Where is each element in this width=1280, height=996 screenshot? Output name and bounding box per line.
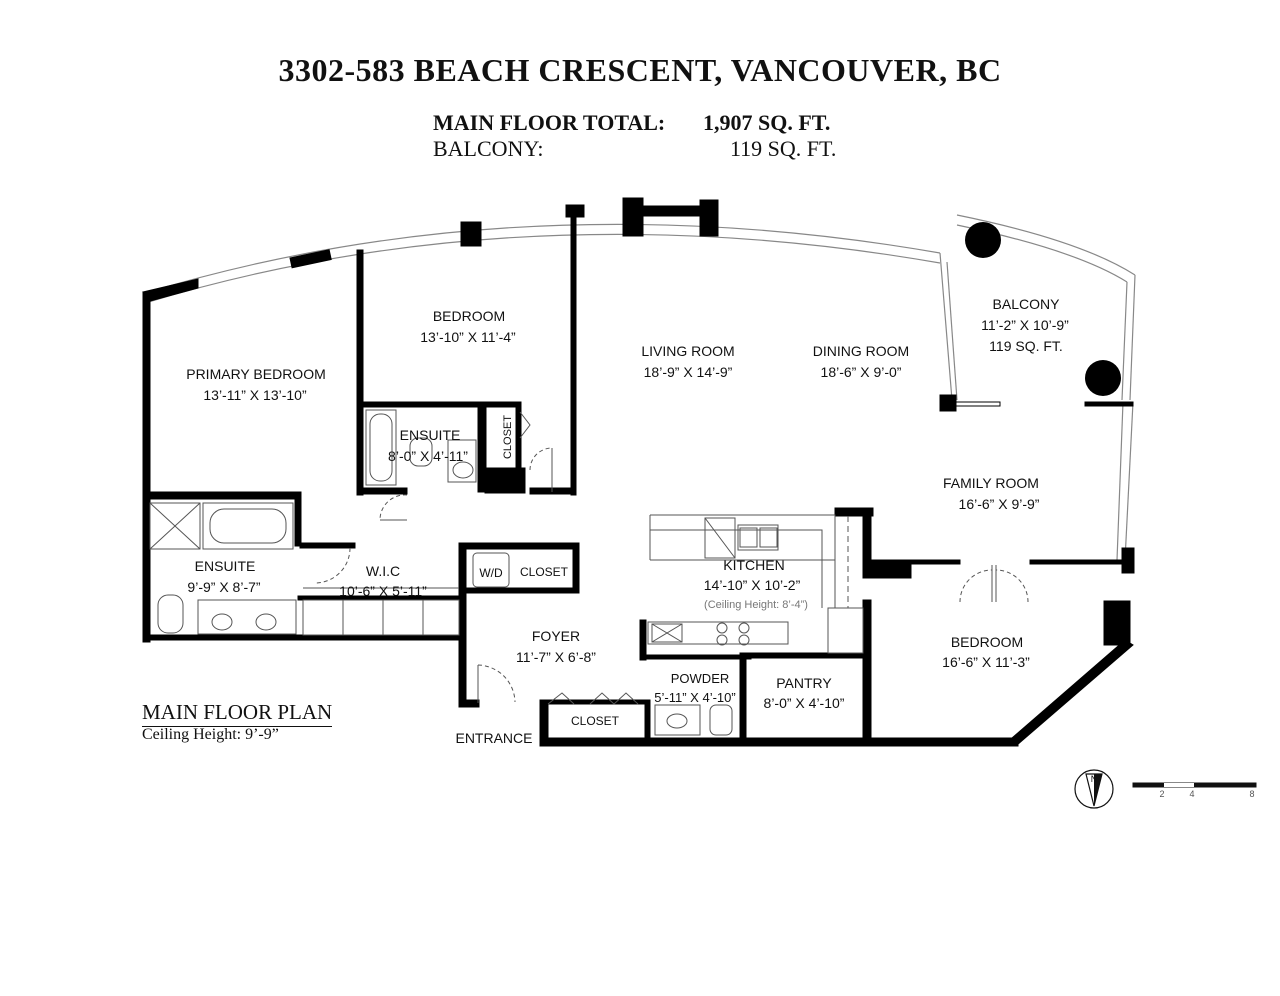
family-room-name: FAMILY ROOM [943,475,1039,491]
pantry-name: PANTRY [776,675,832,691]
family-room-dims: 16’-6” X 9’-9” [959,496,1040,512]
living-room-name: LIVING ROOM [641,343,734,359]
balcony-total-value: 119 SQ. FT. [730,136,837,161]
bedroom-1-name: BEDROOM [433,308,505,324]
balcony-dims: 11’-2” X 10’-9” [981,317,1069,333]
closet-1-label: CLOSET [502,415,514,459]
balcony-column [965,222,1001,258]
powder-dims: 5’-11” X 4’-10” [654,690,735,705]
living-room-dims: 18’-9” X 14’-9” [644,364,733,380]
north-arrow-icon: N [1074,769,1114,809]
fixtures [149,409,1029,736]
ensuite-1-dims: 8’-0” X 4’-11” [388,448,468,464]
closet-3-label: CLOSET [571,714,620,728]
balcony-area: 119 SQ. FT. [989,338,1063,354]
primary-bedroom-dims: 13’-11” X 13’-10” [203,387,307,403]
scale-label-2: 2 [1159,789,1164,799]
main-floor-total-label: MAIN FLOOR TOTAL: [433,110,666,135]
ensuite-2-dims: 9’-9” X 8’-7” [187,579,260,595]
ensuite-1-name: ENSUITE [400,427,461,443]
north-label: N [1091,774,1098,784]
wic-dims: 10’-6” X 5’-11” [339,583,427,599]
dining-room-name: DINING ROOM [813,343,909,359]
foyer-name: FOYER [532,628,580,644]
plan-address-title: 3302-583 BEACH CRESCENT, VANCOUVER, BC [278,52,1002,88]
scale-bar: 2 4 8 [1132,782,1257,799]
bedroom-2-name: BEDROOM [951,634,1023,650]
scale-label-8: 8 [1249,789,1254,799]
bedroom-1-dims: 13’-10” X 11’-4” [420,329,516,345]
scale-label-4: 4 [1189,789,1194,799]
main-floor-total-value: 1,907 SQ. FT. [703,110,831,135]
kitchen-ceiling-note: (Ceiling Height: 8’-4”) [704,599,808,611]
foyer-dims: 11’-7” X 6’-8” [516,649,596,665]
ensuite-2-name: ENSUITE [195,558,256,574]
kitchen-dims: 14’-10” X 10’-2” [704,577,801,593]
pantry-dims: 8’-0” X 4’-10” [764,695,845,711]
balcony-name: BALCONY [993,296,1061,312]
wic-name: W.I.C [366,563,400,579]
primary-bedroom-name: PRIMARY BEDROOM [186,366,326,382]
plan-name: MAIN FLOOR PLAN [142,700,333,727]
powder-name: POWDER [671,671,730,686]
entrance-label: ENTRANCE [455,730,532,746]
balcony-column [1085,360,1121,396]
wd-label: W/D [479,566,503,580]
balcony-total-label: BALCONY: [433,136,544,161]
dining-room-dims: 18’-6” X 9’-0” [821,364,902,380]
plan-ceiling-height: Ceiling Height: 9’-9” [142,726,279,743]
bedroom-2-dims: 16’-6” X 11’-3” [942,654,1030,670]
closet-2-label: CLOSET [520,565,569,579]
kitchen-name: KITCHEN [723,557,784,573]
